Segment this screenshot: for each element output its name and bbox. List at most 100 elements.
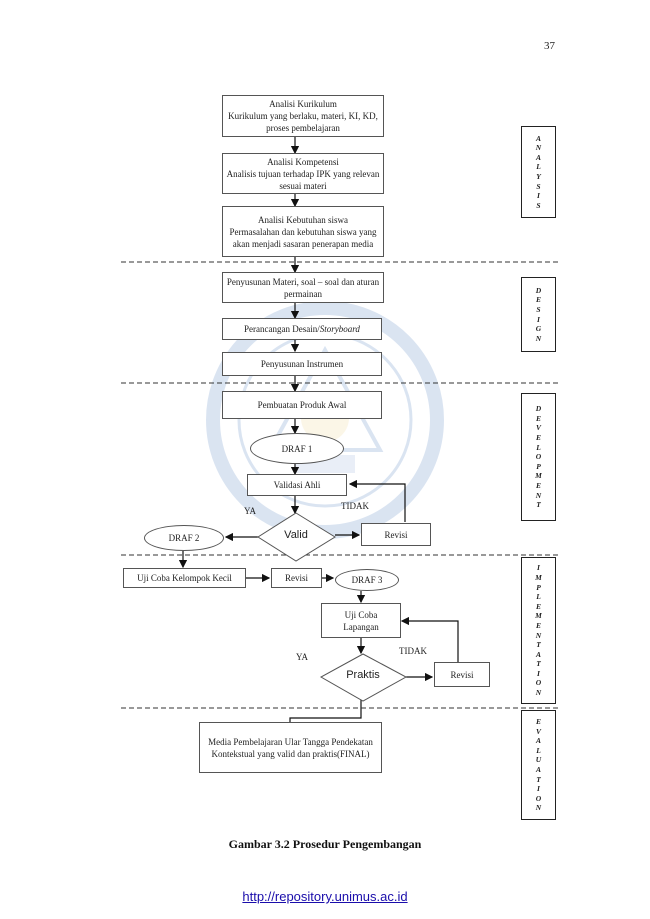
uji-coba-kecil-box: Uji Coba Kelompok Kecil: [123, 568, 246, 588]
phase-letter: U: [535, 755, 542, 765]
phase-letter: E: [535, 433, 541, 443]
phase-letter: N: [535, 688, 542, 698]
draf-1-ellipse: DRAF 1: [250, 433, 344, 464]
pembuatan-produk-text: Pembuatan Produk Awal: [257, 400, 347, 410]
repository-link[interactable]: http://repository.unimus.ac.id: [242, 889, 408, 904]
phase-letter: E: [535, 601, 541, 611]
final-product-box: Media Pembelajaran Ular Tangga Pendekata…: [199, 722, 382, 773]
phase-letter: V: [535, 726, 541, 736]
draf-2-text: DRAF 2: [168, 533, 200, 543]
validasi-ahli-box: Validasi Ahli: [247, 474, 347, 496]
phase-letter: G: [535, 324, 542, 334]
draf-3-ellipse: DRAF 3: [335, 569, 399, 591]
pembuatan-produk-box: Pembuatan Produk Awal: [222, 391, 382, 419]
draf-2-ellipse: DRAF 2: [144, 525, 224, 551]
revisi-3-box: Revisi: [434, 662, 490, 687]
phase-letter: T: [536, 659, 541, 669]
uji-coba-lapangan-box: Uji Coba Lapangan: [321, 603, 401, 638]
phase-letter: I: [537, 784, 540, 794]
phase-letter: P: [536, 461, 541, 471]
ya-label-1: YA: [244, 506, 257, 516]
phase-letter: S: [536, 181, 541, 191]
storyboard-label: Storyboard: [319, 324, 360, 334]
revisi-2-text: Revisi: [284, 573, 308, 583]
phase-letter: S: [536, 200, 541, 210]
phase-letter: A: [535, 736, 541, 746]
valid-text: Valid: [284, 529, 308, 541]
penyusunan-instrumen-box: Penyusunan Instrumen: [222, 352, 382, 376]
phase-letter: L: [536, 162, 541, 172]
phase-letter: A: [535, 649, 541, 659]
uji-coba-lapangan-text: Uji Coba Lapangan: [343, 609, 379, 632]
praktis-decision-diamond: [319, 653, 408, 702]
phase-letter: E: [535, 413, 541, 423]
phase-letter: P: [536, 582, 541, 592]
penyusunan-materi-text: Penyusunan Materi, soal – soal dan atura…: [226, 276, 380, 299]
phase-letter: E: [535, 295, 541, 305]
phase-letter: E: [535, 620, 541, 630]
penyusunan-materi-box: Penyusunan Materi, soal – soal dan atura…: [222, 272, 384, 303]
revisi-3-text: Revisi: [450, 669, 474, 680]
penyusunan-instrumen-text: Penyusunan Instrumen: [260, 359, 344, 369]
page-number: 37: [544, 40, 555, 52]
phase-letter: L: [536, 745, 541, 755]
phase-letter: O: [535, 678, 542, 688]
valid-decision-diamond: [257, 512, 336, 562]
phase-letter: I: [537, 668, 540, 678]
phase-letter: M: [535, 471, 542, 481]
phase-letter: E: [535, 480, 541, 490]
phase-letter: A: [535, 133, 541, 143]
final-product-text: Media Pembelajaran Ular Tangga Pendekata…: [208, 736, 373, 759]
perancangan-desain-label: Perancangan Desain/: [244, 324, 320, 334]
analisis-kurikulum-text: Analisi Kurikulum Kurikulum yang berlaku…: [228, 99, 378, 133]
phase-letter: Y: [536, 172, 541, 181]
phase-letter: N: [535, 803, 542, 813]
analisis-kebutuhan-text: Analisi Kebutuhan siswa Permasalahan dan…: [229, 214, 377, 249]
phase-letter: D: [535, 404, 542, 414]
phase-letter: I: [537, 563, 540, 573]
analisis-kompetensi-box: Analisi Kompetensi Analisis tujuan terha…: [222, 153, 384, 194]
ya-label-2: YA: [296, 652, 309, 662]
phase-letter: O: [535, 793, 542, 803]
tidak-label-2: TIDAK: [399, 646, 427, 656]
phase-letter: N: [535, 143, 542, 153]
revisi-1-box: Revisi: [361, 523, 431, 546]
perancangan-desain-text: Perancangan Desain/Storyboard: [244, 323, 360, 335]
revisi-2-box: Revisi: [271, 568, 322, 588]
phase-letter: D: [535, 285, 542, 295]
phase-letter: O: [535, 452, 542, 462]
phase-letter: L: [536, 442, 541, 452]
phase-letter: A: [535, 152, 541, 162]
perancangan-desain-box: Perancangan Desain/Storyboard: [222, 318, 382, 340]
phase-letter: I: [537, 191, 540, 201]
analisis-kebutuhan-box: Analisi Kebutuhan siswa Permasalahan dan…: [222, 206, 384, 257]
praktis-text: Praktis: [346, 669, 380, 681]
uji-coba-kecil-text: Uji Coba Kelompok Kecil: [137, 573, 232, 583]
phase-letter: M: [535, 611, 542, 621]
phase-letter: L: [536, 592, 541, 602]
analisis-kurikulum-box: Analisi Kurikulum Kurikulum yang berlaku…: [222, 95, 384, 137]
phase-letter: V: [535, 423, 541, 433]
phase-letter: T: [536, 774, 541, 784]
phase-letter: I: [537, 314, 540, 324]
phase-letter: A: [535, 765, 541, 774]
phase-letter: N: [535, 333, 542, 343]
phase-letter: T: [536, 500, 541, 510]
tidak-label-1: TIDAK: [341, 501, 369, 511]
phase-letter: S: [536, 304, 541, 314]
analisis-kompetensi-text: Analisi Kompetensi Analisis tujuan terha…: [226, 156, 380, 191]
phase-letter: M: [535, 572, 542, 582]
phase-letter: E: [535, 717, 541, 727]
phase-letter: N: [535, 630, 542, 640]
draf-1-text: DRAF 1: [281, 443, 313, 454]
